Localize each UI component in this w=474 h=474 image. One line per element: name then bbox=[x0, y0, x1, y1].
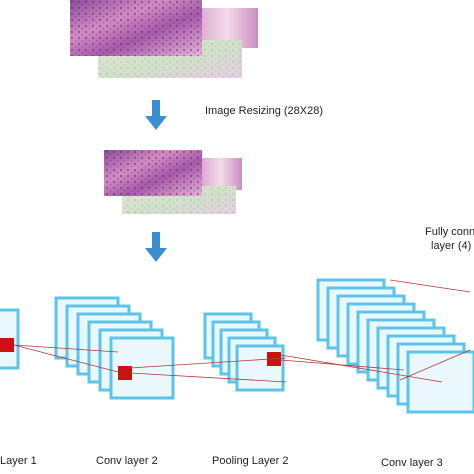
connector-line bbox=[129, 357, 287, 369]
down-arrow-icon bbox=[145, 232, 167, 262]
down-arrow-icon bbox=[145, 100, 167, 130]
connector-line bbox=[129, 372, 287, 383]
conv-layer2-label: Conv layer 2 bbox=[96, 455, 158, 467]
connector-line bbox=[280, 359, 405, 371]
layer1-stack bbox=[0, 308, 20, 370]
pooling-layer2-stack bbox=[203, 312, 285, 392]
conv-layer3-stack bbox=[316, 278, 474, 414]
fully-connected-label-line2: layer (4) bbox=[431, 240, 472, 252]
connector-line bbox=[13, 344, 119, 373]
connector-line bbox=[13, 344, 119, 353]
conv-layer3-label: Conv layer 3 bbox=[381, 457, 443, 469]
connector-line bbox=[280, 354, 443, 383]
layer1-label: Layer 1 bbox=[0, 455, 37, 467]
conv-layer2-stack bbox=[54, 296, 175, 400]
connector-line bbox=[389, 279, 471, 293]
kernel-patch bbox=[118, 366, 132, 380]
resized-image-back bbox=[200, 158, 242, 190]
connector-line bbox=[399, 349, 471, 381]
resize-step-label: Image Resizing (28X28) bbox=[205, 105, 324, 117]
resized-image-stack bbox=[104, 150, 242, 214]
fully-connected-label-line1: Fully conn bbox=[425, 226, 474, 238]
kernel-patch bbox=[0, 338, 14, 352]
pooling-layer2-label: Pooling Layer 2 bbox=[212, 455, 289, 467]
input-image-stack bbox=[70, 0, 258, 78]
